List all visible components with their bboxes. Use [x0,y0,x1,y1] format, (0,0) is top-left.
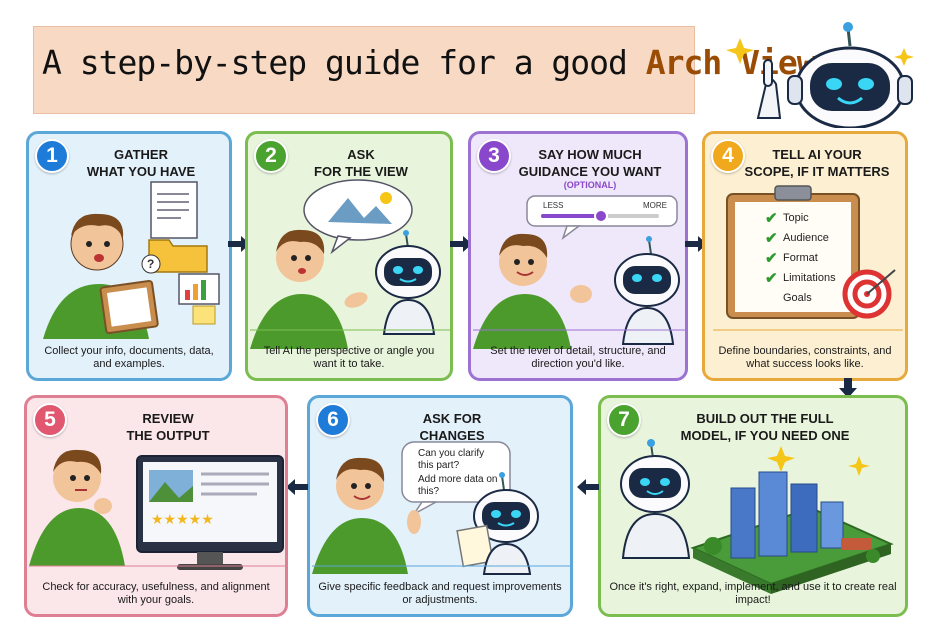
step-description: Define boundaries, constraints, and what… [718,345,892,370]
monitor-icon: ★★★★★ [29,449,285,570]
step-title-line-2: changes [419,428,485,443]
arrow-left-icon [577,479,599,495]
step-card-7: 7 Build out the full model, if you need … [598,395,908,617]
waving-robot-icon [726,22,914,128]
arrow-right-icon [450,236,472,252]
step-title-line-1: Build out the full [696,411,834,426]
step-number: 5 [33,403,67,437]
arrow-down-icon [839,378,857,398]
checklist-item-label: Format [783,252,818,264]
notepad-icon [312,441,570,575]
step-title-line-2: what you have [86,164,196,179]
speech-bubble-icon [250,179,450,349]
step-number: 7 [607,403,641,437]
step-title-line-2: guidance you want [518,164,662,179]
checklist-item: ✔ Topic [765,208,857,228]
step-title: Gather what you have [59,146,223,180]
feedback-bubble-2: Add more data on this? [418,474,498,497]
step-description: Set the level of detail, structure, and … [490,345,666,370]
checklist-item: ✔ Goals [765,288,857,308]
checklist-item-label: Topic [783,212,809,224]
step-number: 4 [711,139,745,173]
step-title: Tell AI your scope, if it matters [735,146,899,180]
page-title: A step-by-step guide for a good Arch Vie… [42,42,817,85]
step-number: 3 [477,139,511,173]
check-placeholder: ✔ [765,289,779,307]
step-description: Check for accuracy, usefulness, and alig… [42,581,270,606]
step-title-line-1: Say how much [538,147,642,162]
step-title-line-1: Tell AI your [772,147,862,162]
step-description: Collect your info, documents, data, and … [44,345,214,370]
step-description: Once it's right, expand, implement, and … [609,581,897,606]
step-title-line-1: Ask [347,147,375,162]
svg-text:★★★★★: ★★★★★ [151,512,214,528]
arrow-left-icon [286,479,308,495]
check-icon: ✔ [765,250,778,267]
check-icon: ✔ [765,230,778,247]
step-card-3: 3 Say how much guidance you want (OPTION… [468,131,688,381]
step-number: 1 [35,139,69,173]
step-title-line-1: Review [142,411,194,426]
step-title: Ask for the view [278,146,444,180]
checklist-item-label: Limitations [783,272,836,284]
step-title-line-2: for the view [314,164,408,179]
checklist-clipboard-icon [713,185,903,331]
clipboard-icon: ? [43,181,220,339]
step-title: Review the output [57,410,279,444]
step-card-2: 2 Ask for the view Tell AI the perspecti… [245,131,453,381]
step-title: Ask for changes [340,410,564,444]
step-card-6: 6 Ask for changes Can you clarify this p… [307,395,573,617]
check-icon: ✔ [765,270,778,287]
title-main: A step-by-step guide for a good [42,43,628,82]
step-description: Tell AI the perspective or angle you wan… [263,345,435,370]
slider-less-label: LESS [543,201,564,210]
checklist-item-label: Goals [783,292,812,304]
step-title: Build out the full model, if you need on… [631,410,899,444]
checklist-item: ✔ Format [765,248,857,268]
checklist-item: ✔ Audience [765,228,857,248]
step-description: Give specific feedback and request impro… [318,581,562,606]
step-card-4: 4 Tell AI your scope, if it matters ✔ Top… [702,131,908,381]
feedback-bubble-1: Can you clarify this part? [418,448,485,471]
step-title-line-1: Ask for [422,411,482,426]
step-subtitle: (OPTIONAL) [563,180,617,190]
arrow-right-icon [228,236,250,252]
step-card-1: 1 Gather what you have ? Collect your in… [26,131,232,381]
target-icon [842,269,896,319]
svg-text:?: ? [147,257,154,271]
slider-more-label: MORE [643,201,667,210]
step-title-line-1: Gather [114,147,168,162]
step-title-line-2: the output [126,428,210,443]
step-card-5: 5 Review the output ★★★★★ Check for accu… [24,395,288,617]
title-banner [33,26,695,114]
checklist-item: ✔ Limitations [765,268,857,288]
scope-checklist: ✔ Topic ✔ Audience ✔ Format ✔ Limitations ✔ G… [765,208,857,308]
arrow-right-icon [685,236,707,252]
slider-icon [473,195,685,349]
check-icon: ✔ [765,210,778,227]
step-title: Say how much guidance you want (OPTIONAL… [501,146,679,191]
checklist-item-label: Audience [783,232,829,244]
step-title-line-2: scope, if it matters [744,164,890,179]
step-title-line-2: model, if you need one [680,428,850,443]
city-model-icon [620,439,894,594]
step-number: 6 [316,403,350,437]
step-number: 2 [254,139,288,173]
